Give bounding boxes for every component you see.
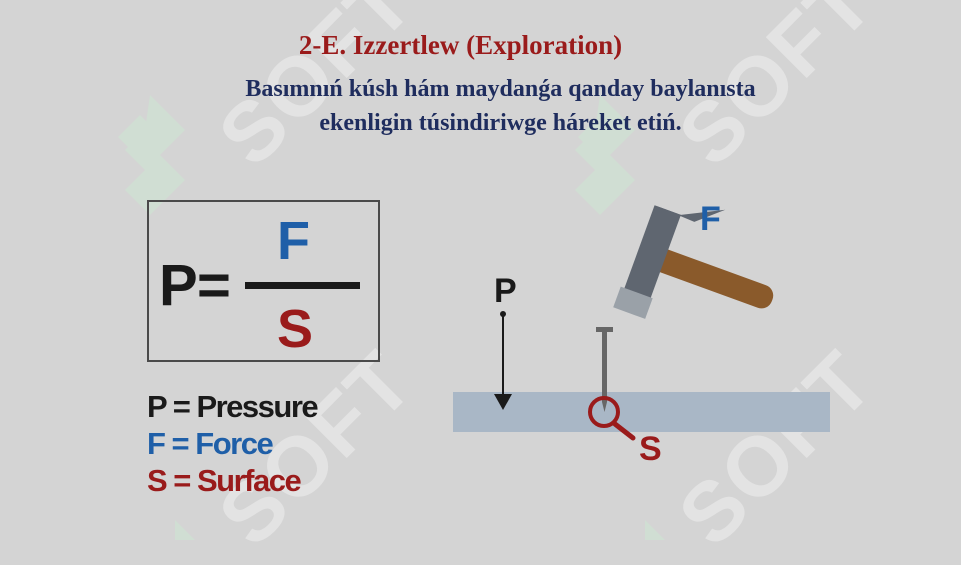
hammer-nail-diagram: P F S (440, 180, 840, 480)
legend-pressure: P = Pressure (147, 389, 319, 424)
slide-title: 2-E. Izzertlew (Exploration) (298, 30, 623, 60)
subtitle-line-2: ekenligin túsindiriwge háreket etiń. (319, 110, 682, 136)
force-label: F (700, 200, 721, 238)
legend-force: F = Force (147, 426, 274, 461)
formula-denominator: S (277, 299, 314, 359)
legend: P = Pressure F = Force S = Surface (147, 388, 319, 499)
slide: SOFT SOFT SOFT SOFT 2-E. Izzertlew (Expl… (130, 0, 891, 564)
surface-board (453, 392, 830, 432)
formula-fraction-bar (245, 282, 360, 289)
subtitle-line-1: Basımnıń kúsh hám maydanǵa qanday baylan… (245, 76, 756, 102)
formula-box: P = F S (147, 200, 380, 362)
surface-label: S (639, 430, 662, 468)
magnifier-icon (588, 396, 636, 441)
diagram-graphic (453, 205, 830, 441)
formula-pressure-symbol: P (159, 253, 198, 318)
hammer-icon (613, 205, 774, 319)
down-arrow-icon (494, 311, 512, 410)
nail-icon (596, 327, 613, 412)
formula-equals-sign: = (197, 253, 231, 318)
legend-surface: S = Surface (147, 463, 302, 498)
pressure-label: P (494, 272, 517, 310)
formula-numerator: F (277, 211, 310, 271)
slide-subtitle: Basımnıń kúsh hám maydanǵa qanday baylan… (130, 72, 871, 140)
